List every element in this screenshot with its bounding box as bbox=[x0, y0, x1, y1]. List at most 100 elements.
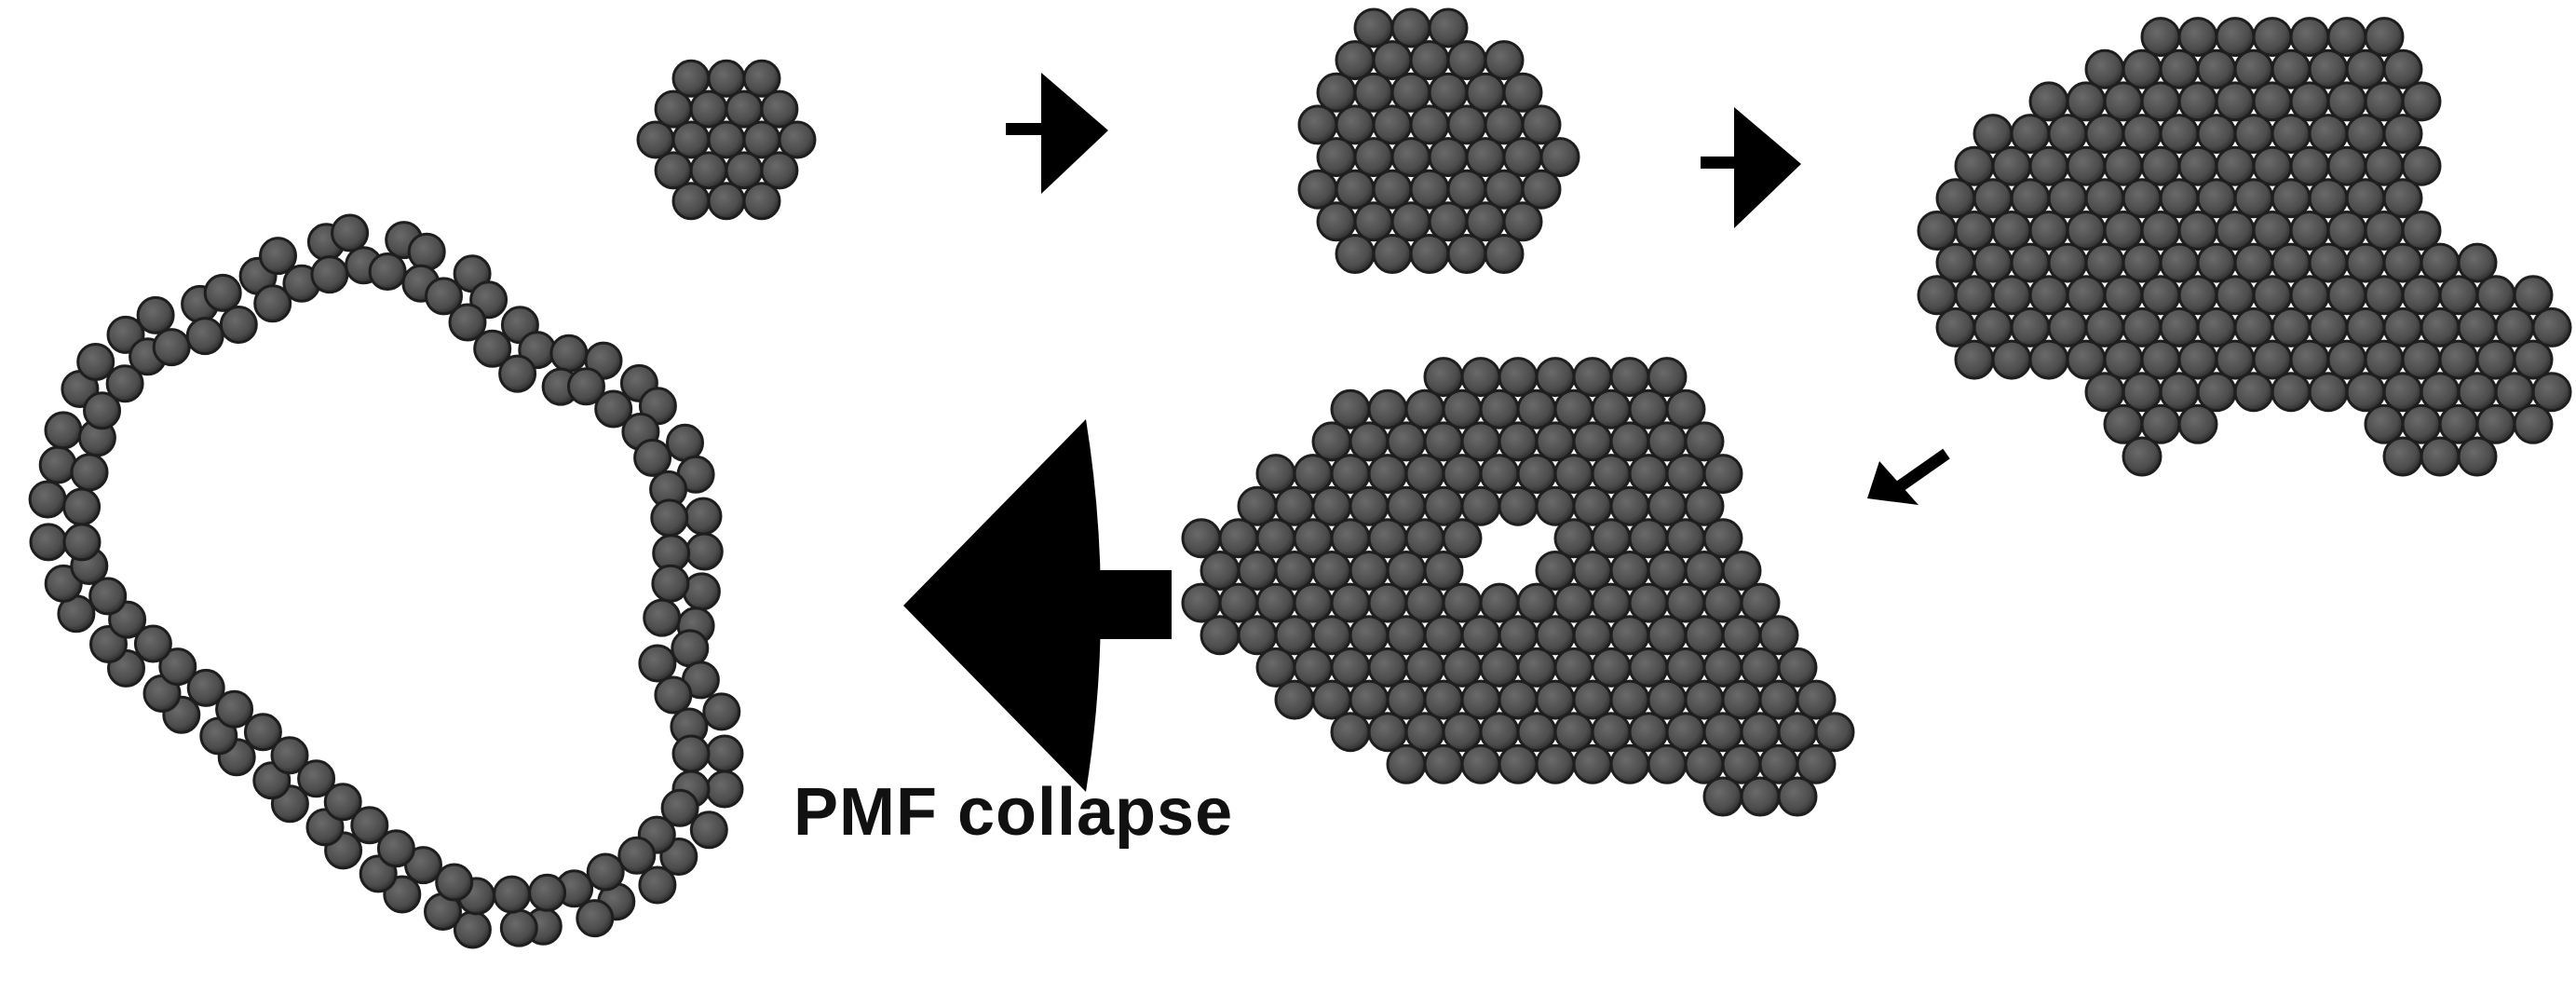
particle bbox=[1591, 518, 1632, 559]
particle bbox=[1218, 582, 1259, 623]
particle bbox=[1409, 104, 1450, 145]
particle bbox=[1255, 582, 1296, 623]
particle bbox=[1535, 743, 1576, 784]
particle bbox=[2103, 403, 2144, 444]
particle bbox=[2457, 307, 2498, 347]
particle bbox=[2233, 372, 2274, 413]
particle bbox=[38, 445, 77, 484]
particle bbox=[2084, 178, 2125, 219]
particle bbox=[2010, 178, 2051, 219]
particle bbox=[2531, 372, 2572, 413]
particle bbox=[331, 213, 370, 252]
particle bbox=[1498, 421, 1539, 462]
particle bbox=[2122, 178, 2162, 219]
particle bbox=[1521, 169, 1562, 210]
particle bbox=[2308, 178, 2349, 219]
particle bbox=[2271, 242, 2312, 283]
arrow-icon-2 bbox=[1701, 107, 1801, 228]
particle bbox=[1484, 234, 1525, 274]
particle bbox=[1609, 743, 1650, 784]
particle bbox=[1740, 647, 1781, 688]
particle bbox=[473, 329, 512, 368]
particle bbox=[2140, 81, 2181, 122]
particle bbox=[62, 523, 102, 562]
particle bbox=[2513, 275, 2554, 316]
particle bbox=[1367, 518, 1408, 559]
particle bbox=[1535, 421, 1576, 462]
particle bbox=[702, 692, 741, 731]
particle bbox=[2420, 307, 2461, 347]
particle bbox=[1740, 582, 1781, 623]
particle bbox=[638, 865, 677, 905]
particle bbox=[1423, 743, 1464, 784]
particle bbox=[1665, 518, 1706, 559]
particle bbox=[2382, 436, 2423, 477]
particle bbox=[2122, 436, 2162, 477]
particle bbox=[2382, 48, 2423, 89]
particle bbox=[2215, 17, 2256, 58]
particle bbox=[1404, 647, 1445, 688]
particle bbox=[1702, 582, 1743, 623]
particle bbox=[1390, 201, 1431, 242]
particle bbox=[1181, 582, 1222, 623]
particle bbox=[1386, 743, 1427, 784]
particle bbox=[528, 873, 567, 912]
particle bbox=[1330, 647, 1371, 688]
particle bbox=[1498, 485, 1539, 526]
particle bbox=[705, 770, 744, 809]
particle bbox=[1973, 178, 2013, 219]
particle bbox=[586, 852, 625, 892]
arrow-icon-1 bbox=[1006, 73, 1108, 194]
particle bbox=[2196, 178, 2237, 219]
particle bbox=[1591, 582, 1632, 623]
particle bbox=[1367, 582, 1408, 623]
particle bbox=[1330, 582, 1371, 623]
particle bbox=[1479, 582, 1520, 623]
particle bbox=[2010, 242, 2051, 283]
particle bbox=[671, 182, 711, 221]
particle bbox=[1777, 647, 1818, 688]
particle bbox=[742, 182, 781, 221]
particle bbox=[1423, 421, 1464, 462]
particle bbox=[2233, 307, 2274, 347]
particle bbox=[270, 736, 309, 775]
particle bbox=[1553, 647, 1594, 688]
particle bbox=[1297, 104, 1338, 145]
particle bbox=[2308, 307, 2349, 347]
particle bbox=[1973, 307, 2013, 347]
particle bbox=[2047, 307, 2088, 347]
particle bbox=[185, 317, 224, 356]
particle bbox=[689, 811, 728, 850]
medium-cluster bbox=[1297, 7, 1580, 274]
particle bbox=[1255, 647, 1296, 688]
particle bbox=[1372, 40, 1413, 81]
particle bbox=[1484, 104, 1525, 145]
particle bbox=[1484, 40, 1525, 81]
particle bbox=[1498, 357, 1539, 398]
particle bbox=[76, 343, 115, 381]
particle bbox=[219, 306, 258, 344]
particle bbox=[2122, 307, 2162, 347]
particle bbox=[1665, 582, 1706, 623]
particle bbox=[1702, 776, 1743, 817]
particle bbox=[2382, 178, 2423, 219]
particle bbox=[29, 523, 68, 562]
particle bbox=[376, 829, 415, 868]
arrow-icon-3 bbox=[1867, 448, 1950, 505]
particle bbox=[1335, 104, 1376, 145]
particle bbox=[1293, 582, 1334, 623]
particle bbox=[1609, 357, 1650, 398]
particle bbox=[2326, 17, 2367, 58]
particle bbox=[70, 453, 109, 492]
particle bbox=[671, 629, 710, 668]
particle bbox=[253, 284, 292, 323]
particle bbox=[2401, 211, 2442, 251]
particle bbox=[2457, 242, 2498, 283]
particle bbox=[28, 480, 67, 519]
particle bbox=[1702, 647, 1743, 688]
particle bbox=[2345, 178, 2386, 219]
particle bbox=[2308, 242, 2349, 283]
particle bbox=[105, 364, 144, 403]
particle bbox=[2084, 307, 2125, 347]
